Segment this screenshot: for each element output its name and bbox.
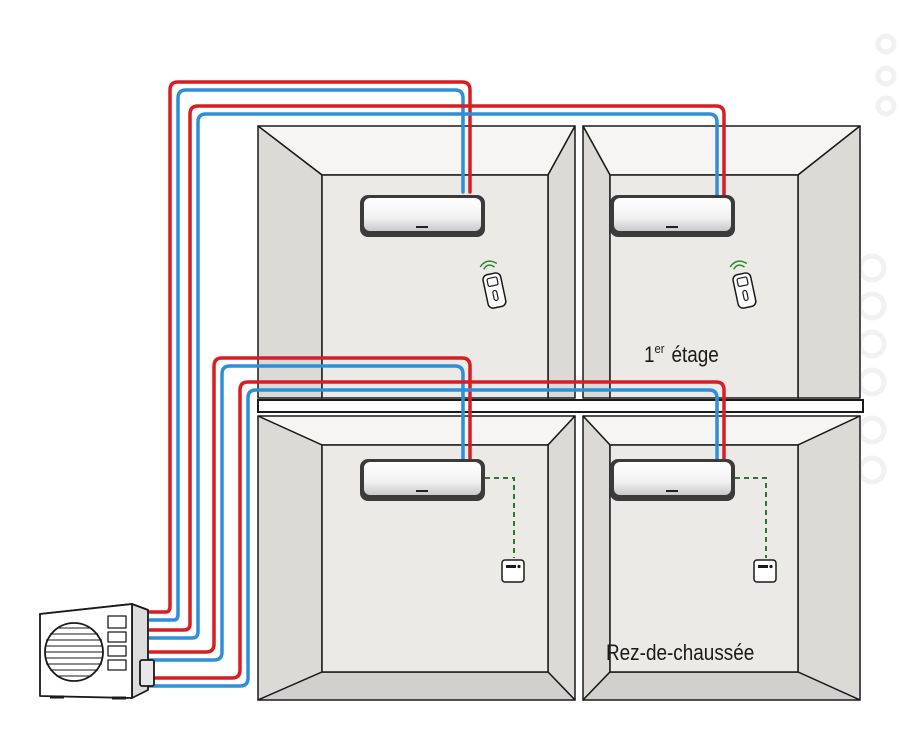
indoor-unit-icon xyxy=(610,195,735,237)
hot-pipe-floor1-left xyxy=(148,80,472,614)
room-1-left xyxy=(257,125,576,399)
hot-pipe-ground-right xyxy=(148,380,726,680)
indoor-unit-icon xyxy=(360,459,485,501)
remote-control-icon xyxy=(729,260,757,309)
room-1-right xyxy=(582,125,861,399)
cold-pipe-ground-left xyxy=(148,364,465,662)
floor-1-label: 1er étage xyxy=(644,341,719,368)
cold-pipe-floor1-left xyxy=(148,88,465,622)
hot-pipe-floor1-right xyxy=(148,104,726,632)
indoor-unit-icon xyxy=(360,195,485,237)
indoor-unit-icon xyxy=(610,459,735,501)
room-0-left xyxy=(257,415,576,701)
refrigerant-pipes xyxy=(148,80,726,688)
hot-pipe-ground-left xyxy=(148,356,472,654)
wall-thermostat-icon xyxy=(501,559,525,583)
control-wire-right xyxy=(735,477,767,558)
cold-pipe-floor1-right xyxy=(148,112,719,640)
wall-thermostat-icon xyxy=(753,559,777,583)
ground-floor-label: Rez-de-chaussée xyxy=(606,640,755,665)
floor-slab xyxy=(257,399,864,413)
cold-pipe-ground-right xyxy=(148,388,719,688)
control-wires xyxy=(485,477,767,558)
floor-1-word: étage xyxy=(671,342,719,367)
floor-1-ordinal: er xyxy=(654,341,665,356)
control-wire-left xyxy=(485,477,515,558)
floor-1-number: 1 xyxy=(644,342,655,367)
outdoor-unit-icon xyxy=(39,603,155,700)
decorative-pattern xyxy=(857,33,897,485)
floor-ground xyxy=(257,415,861,701)
remote-control-icon xyxy=(479,260,507,309)
